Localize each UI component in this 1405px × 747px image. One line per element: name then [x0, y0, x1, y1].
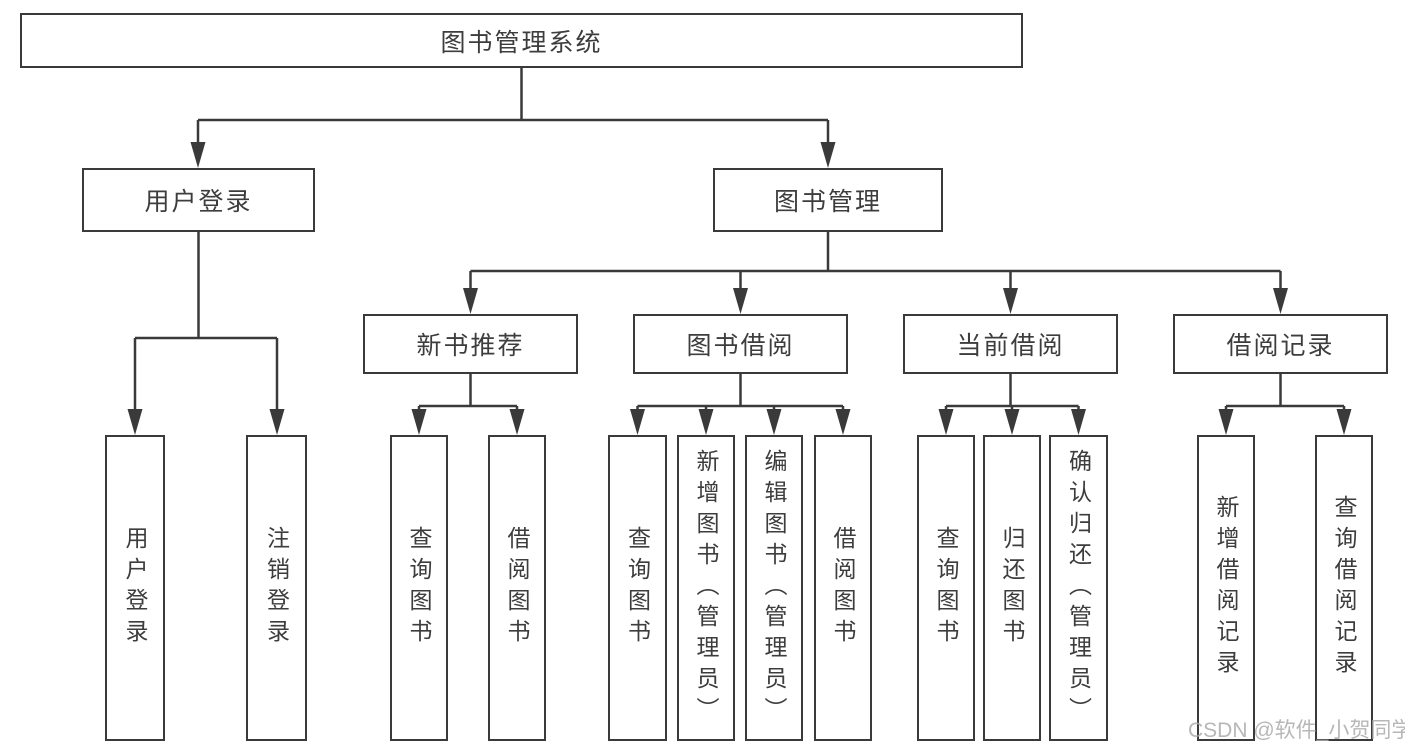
arrow-down-icon [835, 409, 851, 435]
csdn-watermark: CSDN @软件_小贺同学 [1188, 719, 1405, 742]
leaf-user-login: 用户登录 [105, 435, 165, 741]
arrow-down-icon [190, 142, 206, 168]
node-label: 编辑图书（管理员） [761, 448, 787, 728]
arrowheads [127, 142, 1352, 435]
arrow-down-icon [698, 409, 714, 435]
connector-bookmgmt-to-level3 [469, 232, 1282, 293]
node-current-borrowing: 当前借阅 [903, 314, 1118, 374]
node-label: 用户登录 [144, 188, 253, 216]
node-label: 借阅图书 [830, 526, 856, 650]
leaf-query-book-borrow: 查询图书 [608, 435, 667, 741]
node-label: 用户登录 [122, 526, 148, 650]
node-label: 归还图书 [999, 526, 1025, 650]
leaf-borrow-book-recommend: 借阅图书 [488, 435, 546, 741]
connector-bookborrow-to-leaves [636, 374, 845, 414]
leaf-confirm-return-admin: 确认归还（管理员） [1049, 435, 1108, 741]
node-book-management: 图书管理 [713, 168, 943, 232]
arrow-down-icon [733, 288, 748, 314]
arrow-down-icon [938, 409, 954, 435]
node-label: 图书借阅 [686, 332, 795, 360]
connector-borrowrecords-to-leaves [1224, 374, 1346, 414]
leaf-add-borrow-record: 新增借阅记录 [1197, 435, 1255, 741]
leaf-borrow-book: 借阅图书 [814, 435, 872, 741]
arrow-down-icon [127, 409, 143, 435]
node-label: 查询借阅记录 [1331, 495, 1357, 681]
leaf-return-book: 归还图书 [983, 435, 1041, 741]
node-label: 借阅图书 [504, 526, 530, 650]
node-new-book-recommend: 新书推荐 [363, 314, 578, 374]
connector-newbookrec-to-leaves [417, 374, 519, 414]
arrow-down-icon [1218, 409, 1234, 435]
arrow-down-icon [1336, 409, 1352, 435]
arrow-down-icon [766, 409, 782, 435]
arrow-down-icon [1004, 409, 1020, 435]
arrow-down-icon [463, 288, 478, 314]
connector-userlogin-to-leaves [133, 232, 279, 414]
arrow-down-icon [1003, 288, 1018, 314]
leaf-edit-book-admin: 编辑图书（管理员） [745, 435, 803, 741]
node-label: 新书推荐 [416, 332, 525, 360]
arrow-down-icon [1273, 288, 1288, 314]
arrow-down-icon [630, 409, 645, 435]
node-borrowing-records: 借阅记录 [1173, 314, 1388, 374]
arrow-down-icon [820, 142, 836, 168]
node-label: 借阅记录 [1226, 332, 1335, 360]
node-label: 当前借阅 [956, 332, 1065, 360]
node-label: 确认归还（管理员） [1065, 448, 1092, 728]
node-root: 图书管理系统 [20, 13, 1023, 68]
arrow-down-icon [509, 409, 525, 435]
connector-root-to-level2 [196, 68, 830, 147]
node-label: 图书管理系统 [440, 28, 603, 57]
leaf-add-book-admin: 新增图书（管理员） [677, 435, 735, 741]
node-book-borrowing: 图书借阅 [633, 314, 848, 374]
arrow-down-icon [1071, 409, 1086, 435]
node-label: 图书管理 [773, 188, 882, 216]
leaf-query-book-current: 查询图书 [917, 435, 975, 741]
leaf-logout: 注销登录 [246, 435, 307, 741]
node-label: 新增图书（管理员） [693, 448, 719, 728]
node-label: 查询图书 [933, 526, 959, 650]
connector-currentborrow-to-leaves [944, 374, 1080, 414]
node-label: 新增借阅记录 [1213, 495, 1239, 681]
leaf-query-book-recommend: 查询图书 [390, 435, 448, 741]
node-label: 查询图书 [406, 526, 432, 650]
leaf-query-borrow-record: 查询借阅记录 [1315, 435, 1373, 741]
arrow-down-icon [269, 409, 285, 435]
arrow-down-icon [411, 409, 427, 435]
node-label: 查询图书 [624, 526, 651, 650]
node-label: 注销登录 [263, 526, 290, 650]
node-user-login: 用户登录 [82, 168, 315, 232]
